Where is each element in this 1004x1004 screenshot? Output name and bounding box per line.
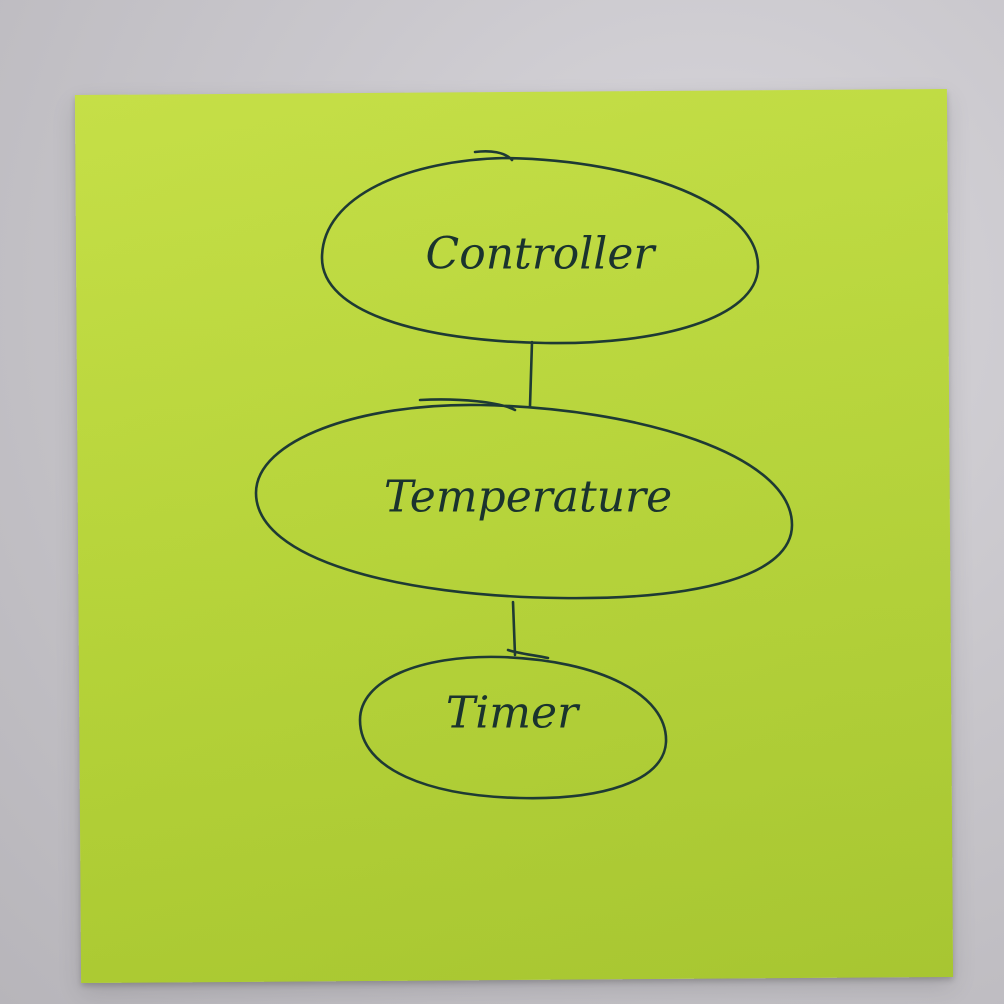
node-temperature: Temperature xyxy=(254,398,794,600)
edge-temperature-timer xyxy=(506,600,550,660)
node-timer: Timer xyxy=(358,655,668,800)
node-timer-label: Timer xyxy=(446,688,581,739)
node-controller-label: Controller xyxy=(426,229,658,280)
node-timer-ellipse xyxy=(358,655,668,800)
node-controller-ellipse xyxy=(320,149,760,345)
node-temperature-label: Temperature xyxy=(384,472,672,523)
edge-controller-temperature xyxy=(528,340,534,408)
node-temperature-ellipse xyxy=(254,398,794,600)
node-controller: Controller xyxy=(320,149,760,345)
